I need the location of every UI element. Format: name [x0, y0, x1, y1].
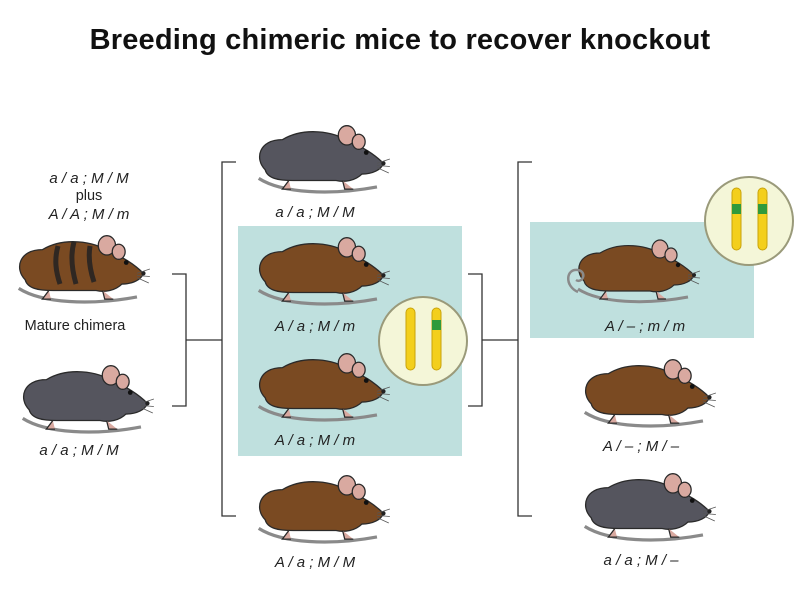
- chimera-genotype-1: a / a ; M / M: [49, 170, 129, 187]
- f2-genotype-3: a / a ; M / –: [603, 552, 679, 569]
- page-title: Breeding chimeric mice to recover knocko…: [89, 24, 711, 56]
- mate-mouse: [14, 356, 154, 442]
- f1-genotype-4: A / a ; M / M: [274, 554, 356, 571]
- f1-genotype-1: a / a ; M / M: [275, 204, 355, 221]
- f2-mouse-3: [576, 464, 716, 550]
- f1-mouse-4: [250, 466, 390, 552]
- f2-genotype-2: A / – ; M / –: [602, 438, 680, 455]
- f1-genotype-3: A / a ; M / m: [274, 432, 356, 449]
- homozygous-knockout-chromosome-bubble: [704, 176, 794, 266]
- heterozygous-chromosome-bubble: [378, 296, 468, 386]
- mate-genotype: a / a ; M / M: [39, 442, 119, 459]
- f2-genotype-1: A / – ; m / m: [604, 318, 686, 335]
- f2-mouse-1: [567, 228, 710, 314]
- chimera-mouse: [10, 226, 150, 312]
- f1-mouse-1: [250, 116, 390, 202]
- f1-mouse-3: [250, 344, 390, 430]
- f1-mouse-2: [250, 228, 390, 314]
- chromosome-pair-icon: [731, 187, 768, 251]
- f2-mouse-2: [576, 350, 716, 436]
- f1-genotype-2: A / a ; M / m: [274, 318, 356, 335]
- chimera-caption: Mature chimera: [24, 318, 126, 334]
- chimera-plus-label: plus: [75, 188, 103, 204]
- chromosome-pair-icon: [405, 307, 442, 371]
- chimera-genotype-2: A / A ; M / m: [48, 206, 130, 223]
